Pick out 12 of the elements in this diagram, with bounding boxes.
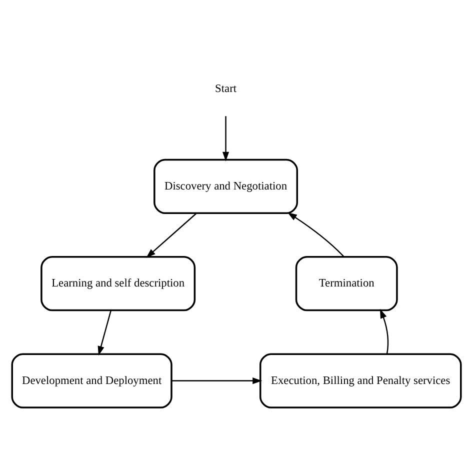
node-box: Termination: [295, 256, 398, 312]
arrow: [222, 116, 230, 162]
arrow: [380, 308, 389, 354]
node-box: Discovery and Negotiation: [154, 158, 298, 214]
node-box: Execution, Billing and Penalty services: [259, 353, 462, 408]
arrow: [98, 310, 112, 356]
node-box: Development and Deployment: [11, 353, 172, 408]
arrow: [287, 212, 344, 258]
arrow: [172, 377, 262, 384]
node-box: Learning and self description: [40, 256, 196, 312]
node-text: Start: [215, 83, 237, 96]
arrow: [146, 212, 197, 258]
